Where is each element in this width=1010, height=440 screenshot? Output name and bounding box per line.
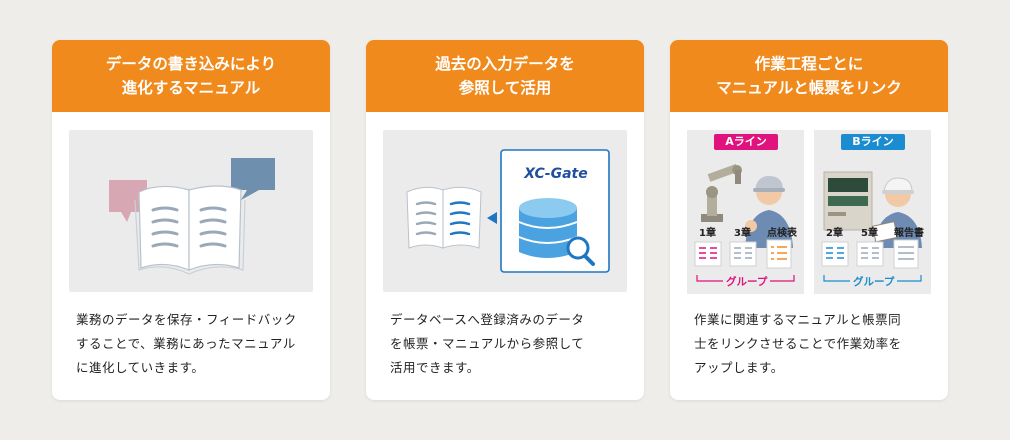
book-and-database-icon	[406, 149, 610, 273]
doc-label: 2章	[826, 228, 843, 239]
desc-line: 作業に関連するマニュアルと帳票同	[694, 312, 902, 327]
line-tag: Aライン	[714, 134, 778, 150]
xc-gate-logo: XC-Gate	[524, 166, 588, 182]
card-title-line: 作業工程ごとに	[754, 55, 864, 73]
card-title-line: 過去の入力データを	[435, 55, 575, 73]
feature-card-1: データの書き込みにより 進化するマニュアル 業務のデータを保存・フィードバック …	[52, 40, 330, 400]
line-a-panel: Aライン 1章 3章 点検表	[687, 130, 804, 294]
machine-and-worker-icon	[823, 171, 922, 248]
desc-line: 業務のデータを保存・フィードバック	[76, 312, 297, 327]
doc-label: 5章	[861, 228, 878, 239]
card-description: 作業に関連するマニュアルと帳票同 士をリンクさせることで作業効率を アップします…	[694, 308, 934, 380]
doc-label: 点検表	[767, 228, 797, 239]
document-icons	[821, 239, 919, 269]
desc-line: 活用できます。	[390, 360, 480, 375]
doc-label: 報告書	[894, 228, 924, 239]
card-title-line: マニュアルと帳票をリンク	[716, 79, 902, 97]
card-title-line: データの書き込みにより	[105, 55, 277, 73]
line-tag: Bライン	[841, 134, 905, 150]
desc-line: することで、業務にあったマニュアル	[76, 336, 296, 351]
feature-card-3: 作業工程ごとに マニュアルと帳票をリンク Aライン 1章 3章 点検表	[670, 40, 948, 400]
database-reference-illustration: XC-Gate	[383, 130, 627, 292]
card-title-line: 進化するマニュアル	[121, 79, 261, 97]
document-icons	[694, 239, 792, 269]
robot-and-worker-icon	[701, 163, 793, 248]
group-label: グループ	[850, 274, 898, 289]
desc-line: データベースへ登録済みのデータ	[390, 312, 585, 327]
open-book-with-bubbles-icon	[109, 158, 275, 275]
desc-line: に進化していきます。	[76, 360, 205, 375]
desc-line: を帳票・マニュアルから参照して	[390, 336, 585, 351]
desc-line: アップします。	[694, 360, 784, 375]
card-header: 過去の入力データを 参照して活用	[366, 40, 644, 112]
card-header: データの書き込みにより 進化するマニュアル	[52, 40, 330, 112]
card-description: データベースへ登録済みのデータ を帳票・マニュアルから参照して 活用できます。	[390, 308, 630, 380]
line-b-panel: Bライン 2章 5章 報告書	[814, 130, 931, 294]
group-label: グループ	[723, 274, 771, 289]
doc-label: 1章	[699, 228, 716, 239]
card-header: 作業工程ごとに マニュアルと帳票をリンク	[670, 40, 948, 112]
card-description: 業務のデータを保存・フィードバック することで、業務にあったマニュアル に進化し…	[76, 308, 316, 380]
manual-feedback-illustration	[69, 130, 313, 292]
desc-line: 士をリンクさせることで作業効率を	[694, 336, 902, 351]
doc-label: 3章	[734, 228, 751, 239]
card-title-line: 参照して活用	[458, 79, 552, 97]
feature-card-2: 過去の入力データを 参照して活用	[366, 40, 644, 400]
